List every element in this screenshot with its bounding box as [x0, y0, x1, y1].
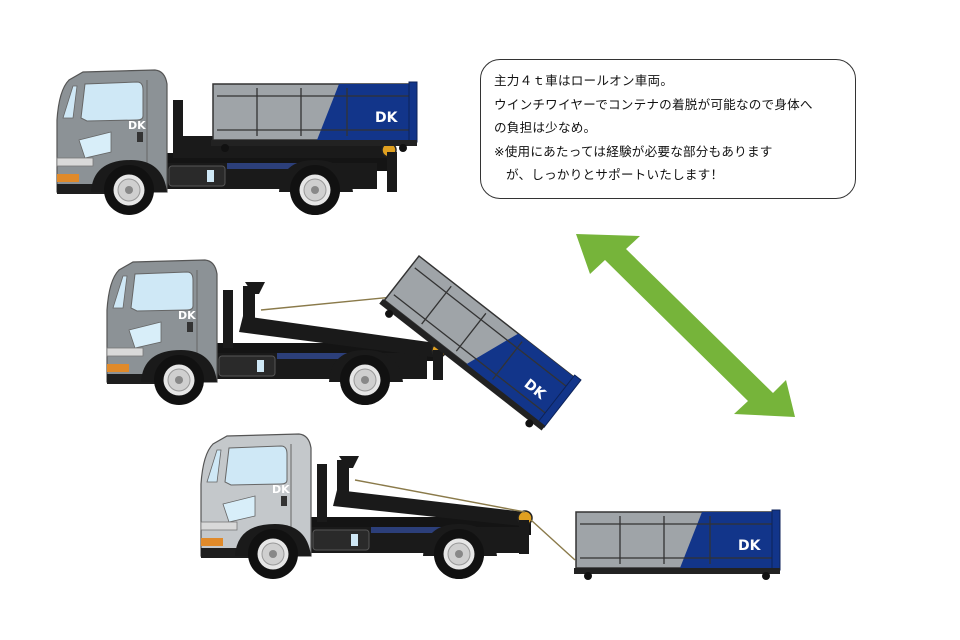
note-line-4: ※使用にあたっては経験が必要な部分もあります [494, 143, 773, 159]
info-note: 主力４ｔ車はロールオン車両。 ウインチワイヤーでコンテナの着脱が可能なので身体へ… [480, 59, 856, 199]
truck-tilting [107, 252, 582, 436]
note-line-5: が、しっかりとサポートいたします！ [506, 167, 724, 182]
note-line-2: ウインチワイヤーでコンテナの着脱が可能なので身体へ [494, 96, 813, 112]
note-line-1: 主力４ｔ車はロールオン車両。 [494, 73, 674, 88]
double-headed-diagonal-arrow-icon [576, 234, 795, 417]
container-on-ground [573, 509, 781, 581]
truck-loaded [57, 70, 418, 215]
note-line-3: の負担は少なめ。 [494, 120, 597, 135]
truck-unloaded [201, 434, 576, 579]
